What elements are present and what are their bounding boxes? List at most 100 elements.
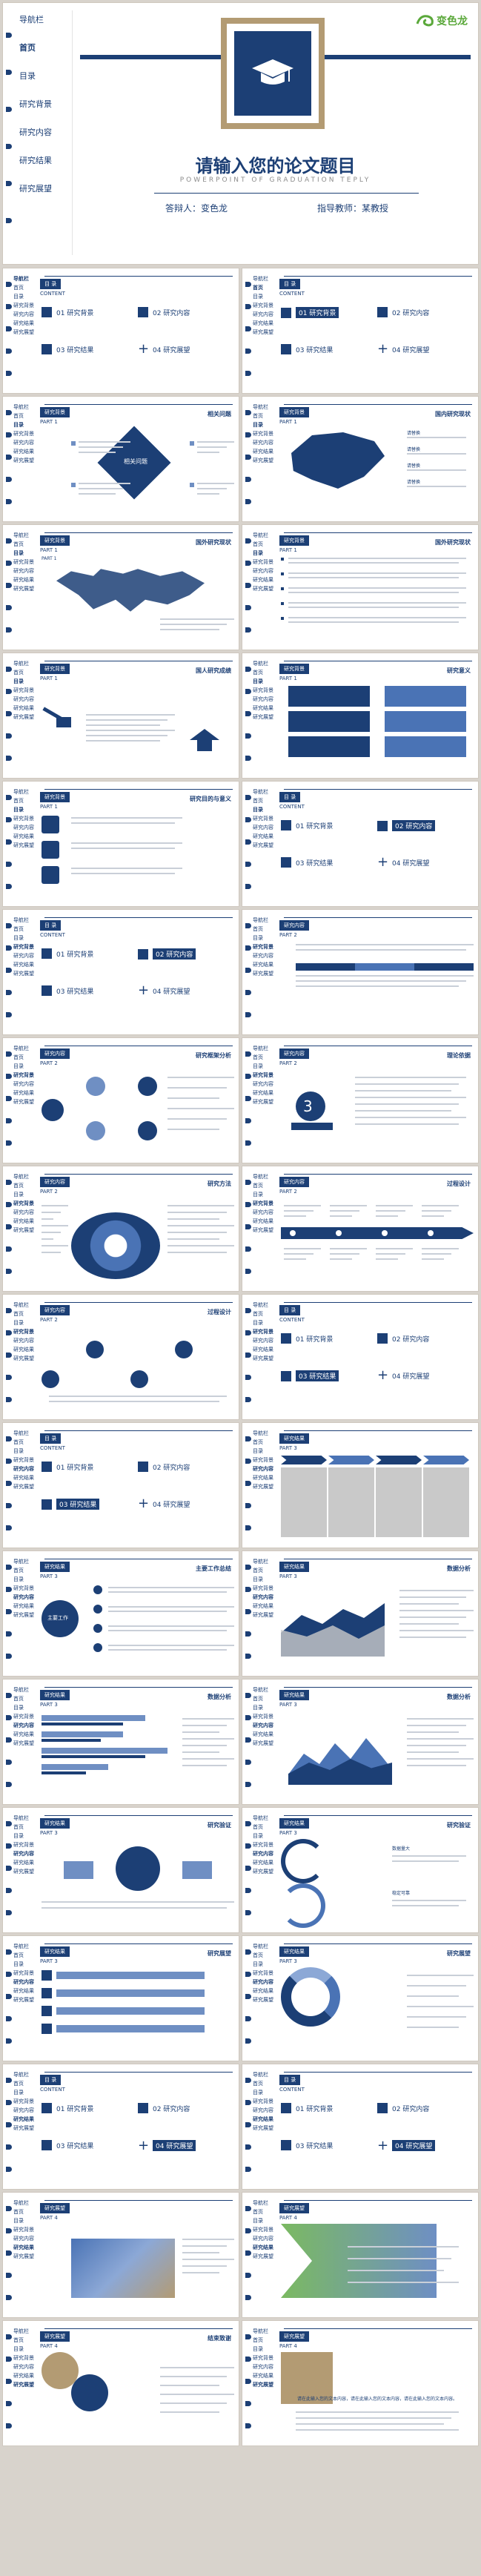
side-nav-item[interactable]: 导航栏: [253, 1943, 268, 1949]
side-nav-item[interactable]: 导航栏: [13, 2328, 29, 2334]
side-nav-item[interactable]: 导航栏: [253, 1815, 268, 1821]
side-nav-item[interactable]: 研究结果: [13, 449, 34, 455]
side-nav-item[interactable]: 研究内容: [13, 1851, 34, 1857]
side-nav-item[interactable]: 首页: [253, 413, 263, 419]
side-nav-item[interactable]: 研究展望: [253, 1484, 273, 1490]
toc-item-1[interactable]: 01 研究背景: [281, 1333, 333, 1344]
side-nav-item[interactable]: 首页: [13, 1183, 24, 1189]
toc-item-4[interactable]: +04 研究展望: [377, 1369, 429, 1382]
toc-item-2[interactable]: 02 研究内容: [377, 1333, 429, 1344]
side-nav-item[interactable]: 首页: [13, 1054, 24, 1060]
side-nav-item[interactable]: 研究展望: [253, 971, 273, 977]
side-nav-item[interactable]: 研究背景: [13, 2098, 34, 2104]
side-nav-item[interactable]: 首页: [253, 670, 263, 676]
side-nav-item[interactable]: 导航栏: [13, 404, 29, 410]
side-nav-item[interactable]: 研究背景: [253, 687, 273, 693]
side-nav-item[interactable]: 研究结果: [13, 2116, 34, 2122]
toc-item-2[interactable]: 02 研究内容: [377, 820, 436, 831]
side-nav-item[interactable]: 目录: [13, 1448, 24, 1454]
side-nav-item[interactable]: 研究内容: [253, 696, 273, 702]
side-nav-item[interactable]: 研究结果: [13, 1475, 34, 1481]
side-nav-item[interactable]: 导航栏: [13, 789, 29, 795]
side-nav-item[interactable]: 研究内容: [253, 1209, 273, 1215]
side-nav-item[interactable]: 研究结果: [253, 449, 273, 455]
side-nav-item[interactable]: 首页: [13, 1696, 24, 1702]
side-nav-item[interactable]: 研究背景: [253, 1201, 273, 1206]
side-nav-item[interactable]: 研究展望: [13, 1740, 34, 1746]
side-nav-item[interactable]: 导航栏: [13, 1687, 29, 1693]
side-nav-item[interactable]: 导航栏: [253, 661, 268, 667]
side-nav-item[interactable]: 目录: [13, 1705, 24, 1711]
side-nav-item[interactable]: 研究结果: [253, 1603, 273, 1609]
side-nav-item[interactable]: 研究背景: [13, 2355, 34, 2361]
side-nav-item[interactable]: 导航栏: [13, 532, 29, 538]
side-nav-item[interactable]: 研究内容: [13, 1723, 34, 1728]
side-nav-item[interactable]: 首页: [13, 1311, 24, 1317]
side-nav-item[interactable]: 导航栏: [253, 1174, 268, 1180]
side-nav-item[interactable]: 首页: [253, 798, 263, 804]
toc-item-4[interactable]: +04 研究展望: [377, 343, 429, 356]
side-nav-item[interactable]: 研究展望: [13, 1099, 34, 1105]
side-nav-item[interactable]: 研究背景: [13, 431, 34, 437]
side-nav-item[interactable]: 研究展望: [253, 842, 273, 848]
side-nav-item[interactable]: 研究展望: [13, 329, 34, 335]
side-nav-item[interactable]: 首页: [253, 1439, 263, 1445]
side-nav-item[interactable]: 首页: [253, 926, 263, 932]
side-nav-item[interactable]: 首页: [253, 541, 263, 547]
side-nav-item[interactable]: 研究内容: [13, 1081, 34, 1087]
side-nav-item[interactable]: 导航栏: [13, 1174, 29, 1180]
side-nav-item[interactable]: 首页: [253, 1311, 263, 1317]
side-nav-item[interactable]: 研究结果: [13, 2373, 34, 2379]
side-nav-item[interactable]: 研究内容: [253, 1723, 273, 1728]
side-nav-item[interactable]: 研究背景: [13, 1329, 34, 1335]
nav-item-outlook[interactable]: 研究展望: [19, 184, 52, 194]
side-nav-item[interactable]: 研究结果: [253, 1860, 273, 1866]
side-nav-item[interactable]: 研究展望: [253, 1869, 273, 1875]
toc-item-2[interactable]: 02 研究内容: [377, 307, 429, 317]
side-nav-item[interactable]: 目录: [253, 550, 263, 556]
side-nav-item[interactable]: 研究展望: [13, 1227, 34, 1233]
side-nav-item[interactable]: 研究背景: [253, 1329, 273, 1335]
side-nav-item[interactable]: 目录: [253, 294, 263, 300]
side-nav-item[interactable]: 研究结果: [13, 320, 34, 326]
toc-item-3[interactable]: 03 研究结果: [42, 2140, 93, 2150]
side-nav-item[interactable]: 首页: [13, 541, 24, 547]
toc-item-2[interactable]: 02 研究内容: [377, 2103, 429, 2113]
side-nav-item[interactable]: 研究展望: [13, 1355, 34, 1361]
side-nav-item[interactable]: 研究结果: [253, 962, 273, 968]
side-nav-item[interactable]: 研究内容: [13, 2364, 34, 2370]
side-nav-item[interactable]: 研究背景: [13, 1714, 34, 1720]
side-nav-item[interactable]: 研究内容: [253, 1338, 273, 1344]
nav-item-content[interactable]: 研究内容: [19, 128, 52, 137]
toc-item-4[interactable]: +04 研究展望: [377, 2139, 436, 2152]
side-nav-item[interactable]: 研究展望: [13, 586, 34, 592]
toc-item-3[interactable]: 03 研究结果: [42, 985, 93, 996]
side-nav-item[interactable]: 研究背景: [253, 303, 273, 308]
side-nav-item[interactable]: 研究展望: [253, 714, 273, 720]
side-nav-item[interactable]: 首页: [253, 1054, 263, 1060]
side-nav-item[interactable]: 研究内容: [253, 953, 273, 959]
side-nav-item[interactable]: 研究背景: [253, 1072, 273, 1078]
side-nav-item[interactable]: 目录: [13, 2090, 24, 2096]
nav-item-result[interactable]: 研究结果: [19, 156, 52, 165]
side-nav-item[interactable]: 目录: [13, 807, 24, 813]
side-nav-item[interactable]: 导航栏: [253, 2200, 268, 2206]
side-nav-item[interactable]: 研究结果: [253, 2245, 273, 2250]
toc-item-4[interactable]: +04 研究展望: [138, 1497, 190, 1510]
side-nav-item[interactable]: 研究背景: [253, 1970, 273, 1976]
side-nav-item[interactable]: 研究背景: [13, 816, 34, 822]
side-nav-item[interactable]: 研究内容: [13, 1466, 34, 1472]
side-nav-item[interactable]: 研究内容: [253, 1851, 273, 1857]
side-nav-item[interactable]: 导航栏: [13, 917, 29, 923]
side-nav-item[interactable]: 首页: [13, 285, 24, 291]
side-nav-item[interactable]: 研究背景: [253, 559, 273, 565]
toc-item-1[interactable]: 01 研究背景: [42, 1462, 93, 1472]
toc-item-2[interactable]: 02 研究内容: [138, 2103, 190, 2113]
side-nav-item[interactable]: 研究结果: [253, 705, 273, 711]
side-nav-item[interactable]: 研究结果: [13, 705, 34, 711]
side-nav-item[interactable]: 研究展望: [253, 586, 273, 592]
side-nav-item[interactable]: 研究展望: [253, 1740, 273, 1746]
side-nav-item[interactable]: 研究内容: [13, 311, 34, 317]
side-nav-item[interactable]: 研究结果: [253, 833, 273, 839]
side-nav-item[interactable]: 研究结果: [13, 2245, 34, 2250]
